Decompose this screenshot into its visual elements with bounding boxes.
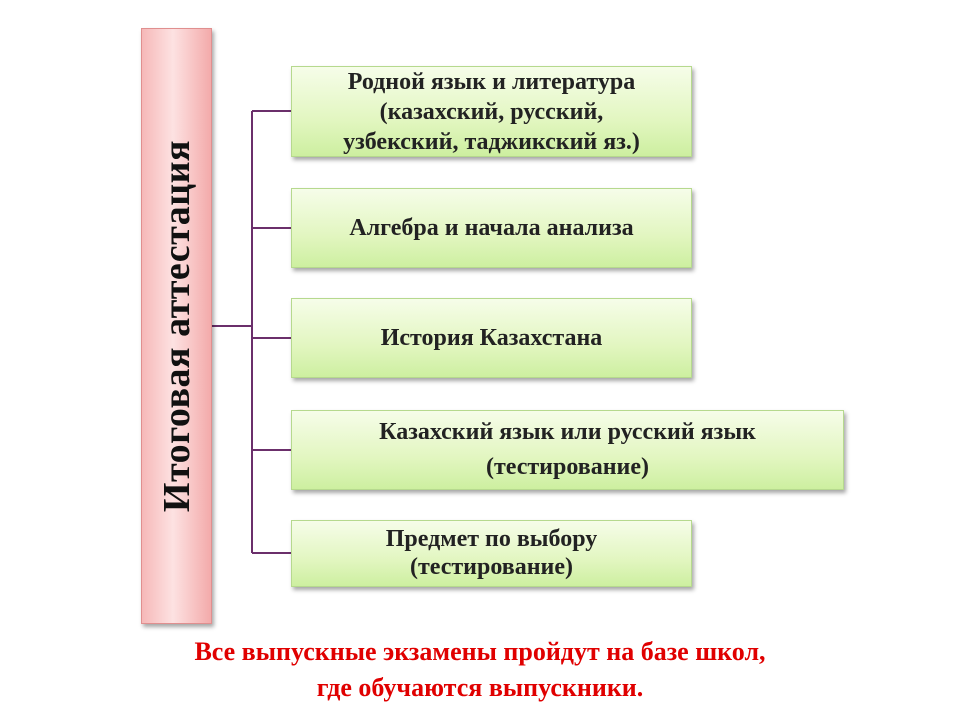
- child-node-algebra: Алгебра и начала анализа: [291, 188, 692, 268]
- root-node-final-attestation: Итоговая аттестация: [141, 28, 212, 624]
- child-node-label: Родной язык и литература (казахский, рус…: [343, 68, 640, 155]
- child-node-kazakh-or-russian-language: Казахский язык или русский язык (тестиро…: [291, 410, 844, 490]
- footer-note-line-1: Все выпускные экзамены пройдут на базе ш…: [194, 637, 766, 666]
- child-node-label: Алгебра и начала анализа: [349, 215, 634, 241]
- footer-note: Все выпускные экзамены пройдут на базе ш…: [0, 634, 960, 707]
- child-node-label: Казахский язык или русский язык (тестиро…: [379, 419, 756, 480]
- child-node-native-language-literature: Родной язык и литература (казахский, рус…: [291, 66, 692, 157]
- child-node-elective-subject: Предмет по выбору (тестирование): [291, 520, 692, 587]
- child-node-label: История Казахстана: [380, 325, 603, 351]
- root-node-label: Итоговая аттестация: [155, 139, 198, 513]
- footer-note-line-2: где обучаются выпускники.: [316, 673, 644, 703]
- child-node-label: Предмет по выбору (тестирование): [385, 525, 598, 580]
- child-node-history-kazakhstan: История Казахстана: [291, 298, 692, 378]
